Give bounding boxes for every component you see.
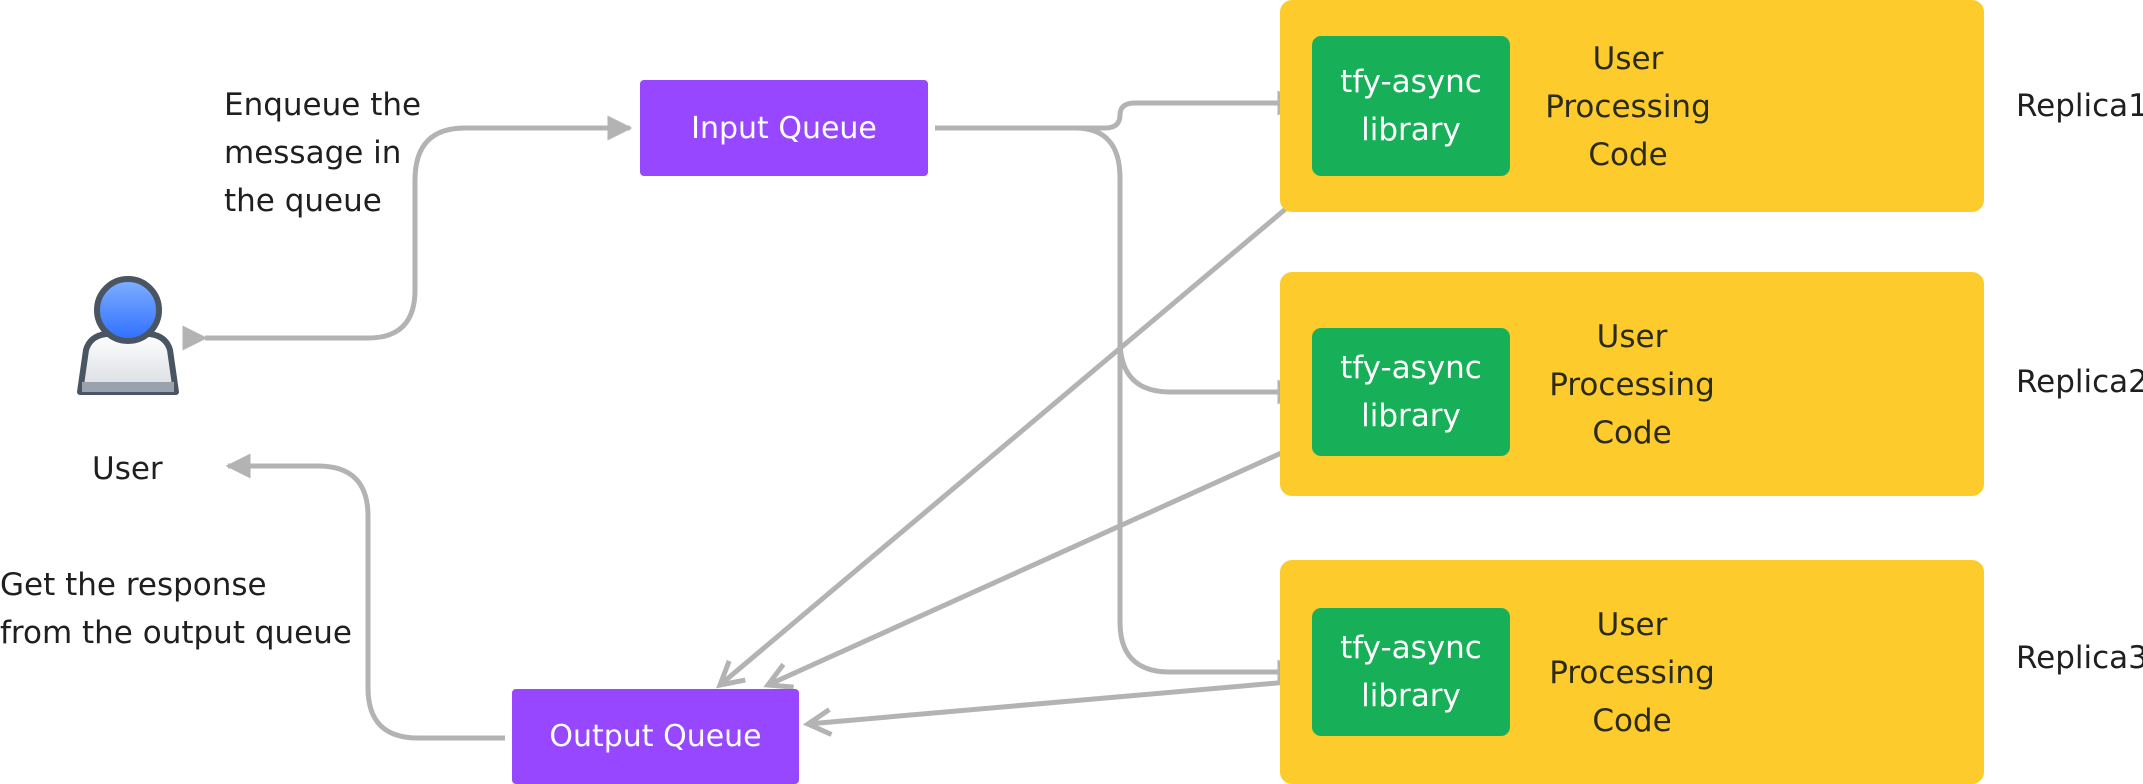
replica-1-library-line-1: tfy-async [1340,64,1482,100]
arrow-replica2-to-output [768,437,1312,685]
arrow-replica1-to-output [720,178,1322,685]
enqueue-annotation: Enqueue the message in the queue [224,81,421,225]
replica-3-code-line-3: Code [1592,703,1672,739]
replica-3-code-line-1: User [1596,607,1668,643]
replica-2-library-line-2: library [1361,398,1461,434]
replica-1-code-line-1: User [1592,41,1664,77]
replica-2-code-line-1: User [1596,319,1668,355]
user-avatar-icon [70,272,185,402]
enqueue-line-2: message in [224,135,402,171]
replica-3-library-line-1: tfy-async [1340,630,1482,666]
arrow-input-to-replica1 [935,90,1303,131]
response-line-2: from the output queue [0,615,352,651]
replica-1-code-line-2: Processing [1545,89,1711,125]
replica-3-code: User Processing Code [1532,601,1732,745]
enqueue-line-1: Enqueue the [224,87,422,123]
replica-1-library-line-2: library [1361,112,1461,148]
input-queue: Input Queue [640,80,928,176]
replica-1-code-line-3: Code [1588,137,1668,173]
replica-1-name: Replica1 [2016,88,2143,124]
replica-2-code-line-2: Processing [1549,367,1715,403]
replica-1-library: tfy-async library [1312,36,1510,176]
replica-1-code: User Processing Code [1528,35,1728,179]
arrow-user-to-input-queue [182,115,633,351]
replica-2-name: Replica2 [2016,364,2143,400]
replica-3-library: tfy-async library [1312,608,1510,736]
replica-2-library-line-1: tfy-async [1340,350,1482,386]
output-queue: Output Queue [512,689,799,784]
arrow-output-to-user [225,453,505,741]
arrow-replica3-to-output [808,678,1301,724]
replica-3-library-line-2: library [1361,678,1461,714]
replica-2-code: User Processing Code [1532,313,1732,457]
arrow-input-to-replica3 [1117,340,1303,685]
user-label: User [92,451,163,487]
response-line-1: Get the response [0,567,267,603]
arrow-input-to-replica2 [1074,125,1303,405]
response-annotation: Get the response from the output queue [0,561,352,657]
replica-2-code-line-3: Code [1592,415,1672,451]
enqueue-line-3: the queue [224,183,382,219]
replica-3-name: Replica3 [2016,640,2143,676]
replica-2-library: tfy-async library [1312,328,1510,456]
replica-3-code-line-2: Processing [1549,655,1715,691]
